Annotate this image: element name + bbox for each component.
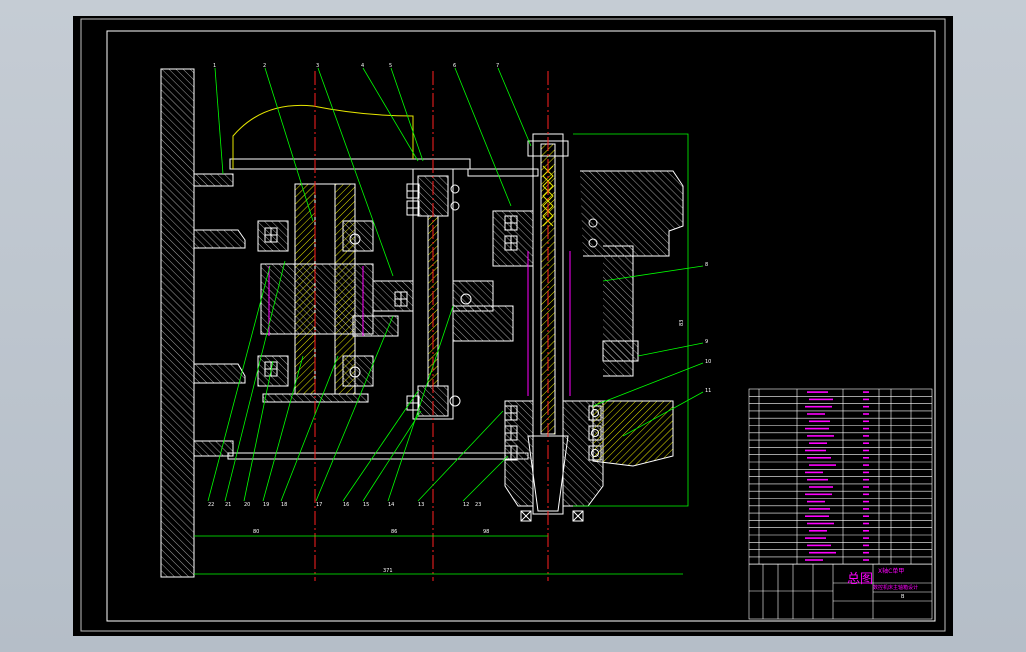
balloon-10: 10 <box>705 359 711 365</box>
balloon-2: 2 <box>263 63 266 69</box>
balloon-19: 19 <box>263 502 269 508</box>
balloon-labels: 1 2 3 4 5 6 7 8 9 10 11 12 13 14 15 16 1… <box>208 63 711 508</box>
leader-lines <box>194 67 704 575</box>
parts-list-qty-mark <box>863 486 869 488</box>
parts-list-entry-mark <box>809 551 836 554</box>
parts-list-qty-mark <box>863 391 869 393</box>
parts-list-entry-mark <box>807 413 825 415</box>
balloon-22: 22 <box>208 502 214 508</box>
parts-list-qty-mark <box>863 515 869 517</box>
parts-list-qty-mark <box>863 559 869 561</box>
parts-list-entry-mark <box>805 427 829 430</box>
dimension-overall-width: 371 <box>383 568 393 574</box>
parts-list-entry-mark <box>809 530 827 532</box>
balloon-13: 13 <box>418 502 424 508</box>
parts-list-entry-mark <box>807 457 831 459</box>
dimension-overall-height: 83 <box>679 320 685 326</box>
parts-list-qty-mark <box>863 405 869 408</box>
parts-list-qty-mark <box>863 420 869 423</box>
balloon-16: 16 <box>343 502 349 508</box>
parts-list-entry-mark <box>809 486 833 488</box>
parts-list-qty-mark <box>863 427 869 430</box>
parts-list <box>748 388 933 620</box>
parts-list-qty-mark <box>863 544 869 547</box>
parts-list-entry-mark <box>805 405 832 408</box>
parts-list-entry-mark <box>807 391 828 393</box>
balloon-8: 8 <box>705 262 708 268</box>
parts-list-entry-mark <box>807 500 825 503</box>
dimension-a: 80 <box>253 529 259 535</box>
parts-list-entry-mark <box>809 442 827 444</box>
balloon-17: 17 <box>316 502 322 508</box>
balloon-7: 7 <box>496 63 499 69</box>
balloon-14: 14 <box>388 502 394 508</box>
parts-list-entry-mark <box>805 471 823 474</box>
parts-list-entry-mark <box>807 544 831 547</box>
parts-heading: X轴C单甲 <box>878 567 904 575</box>
dimension-labels: 80 86 98 371 83 <box>253 320 685 574</box>
balloon-18: 18 <box>281 502 287 508</box>
parts-list-qty-mark <box>863 435 869 437</box>
sheet-number: B <box>901 594 905 600</box>
parts-list-qty-mark <box>863 500 869 503</box>
parts-list-qty-mark <box>863 457 869 459</box>
balloon-12: 12 <box>463 502 469 508</box>
centerlines <box>314 71 549 581</box>
parts-list-qty-mark <box>863 530 869 532</box>
balloon-23: 23 <box>475 502 481 508</box>
parts-list-entry-mark <box>809 420 830 423</box>
balloon-4: 4 <box>361 63 364 69</box>
parts-list-entry-mark <box>805 493 832 496</box>
balloon-9: 9 <box>705 339 708 345</box>
spindle-assembly <box>467 133 684 522</box>
parts-list-entry-mark <box>809 508 830 510</box>
parts-list-qty-mark <box>863 522 869 525</box>
parts-list-qty-mark <box>863 464 869 466</box>
drawing-canvas: 1 2 3 4 5 6 7 8 9 10 11 12 13 14 15 16 1… <box>80 18 946 632</box>
dimension-c: 98 <box>483 529 489 535</box>
parts-list-qty-mark <box>863 398 869 401</box>
parts-list-qty-mark <box>863 551 869 554</box>
parts-list-entry-mark <box>805 537 826 539</box>
drawing-title: 总图 <box>847 572 873 587</box>
balloon-5: 5 <box>389 63 392 69</box>
parts-list-entry-mark <box>807 435 834 437</box>
parts-list-qty-mark <box>863 537 869 539</box>
parts-list-entries <box>805 391 869 561</box>
parts-list-qty-mark <box>863 449 869 452</box>
balloon-20: 20 <box>244 502 250 508</box>
balloon-1: 1 <box>213 63 216 69</box>
balloon-11: 11 <box>705 388 711 394</box>
parts-list-entry-mark <box>809 398 833 401</box>
cad-viewport[interactable]: 1 2 3 4 5 6 7 8 9 10 11 12 13 14 15 16 1… <box>73 16 953 636</box>
parts-list-qty-mark <box>863 508 869 510</box>
parts-list-entry-mark <box>805 559 823 561</box>
parts-list-entry-mark <box>805 515 829 517</box>
sub-caption: 数控机床主轴箱设计 <box>873 584 918 591</box>
balloon-6: 6 <box>453 63 456 69</box>
dimension-b: 86 <box>391 529 397 535</box>
balloon-21: 21 <box>225 502 231 508</box>
parts-list-qty-mark <box>863 442 869 444</box>
inner-border <box>106 30 936 622</box>
outer-border <box>80 18 946 632</box>
parts-list-entry-mark <box>809 464 836 466</box>
parts-list-entry-mark <box>807 478 828 481</box>
parts-list-qty-mark <box>863 413 869 415</box>
parts-list-entry-mark <box>807 522 834 525</box>
balloon-15: 15 <box>363 502 369 508</box>
parts-list-qty-mark <box>863 471 869 474</box>
parts-list-entry-mark <box>805 449 826 452</box>
parts-list-qty-mark <box>863 493 869 496</box>
parts-list-qty-mark <box>863 478 869 481</box>
balloon-3: 3 <box>316 63 319 69</box>
gearbox-housing <box>160 68 529 578</box>
